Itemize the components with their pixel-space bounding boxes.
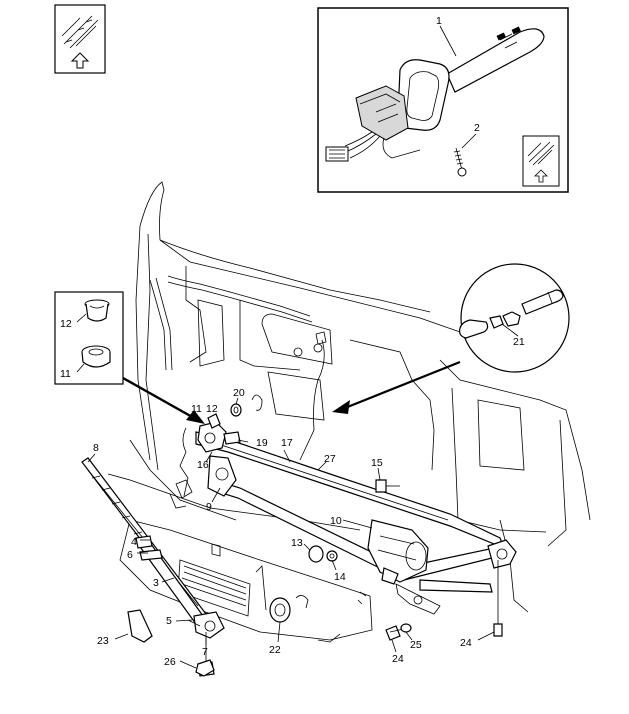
callout-27: 27 <box>324 453 336 465</box>
connector-detail-circle <box>332 263 570 414</box>
orientation-icon-inset <box>522 135 560 187</box>
callout-26: 26 <box>164 656 176 668</box>
orientation-icon-top-left <box>54 4 106 74</box>
leader-lines <box>87 397 495 669</box>
callout-14: 14 <box>334 571 346 583</box>
callout-15: 15 <box>371 457 383 469</box>
callout-7: 7 <box>202 646 208 658</box>
callout-16: 16 <box>197 459 209 471</box>
callout-24-right: 24 <box>460 637 472 649</box>
callout-11-inset: 11 <box>60 368 71 380</box>
callout-12-inset: 12 <box>60 318 72 330</box>
wiper-linkage <box>169 331 517 615</box>
callout-8: 8 <box>93 442 99 454</box>
callout-12-main: 12 <box>206 403 218 415</box>
callout-5: 5 <box>166 615 172 627</box>
callout-labels: 1 2 3 4 5 6 7 8 9 10 11 11 12 12 13 14 1… <box>60 15 525 668</box>
callout-22: 22 <box>269 644 281 656</box>
callout-17: 17 <box>281 437 293 449</box>
switch-inset <box>317 7 569 193</box>
callout-19: 19 <box>256 437 268 449</box>
callout-3: 3 <box>153 577 159 589</box>
callout-25: 25 <box>410 639 422 651</box>
callout-11-main: 11 <box>191 403 202 415</box>
callout-6: 6 <box>127 549 133 561</box>
callout-24-left: 24 <box>392 653 404 665</box>
callout-20: 20 <box>233 387 245 399</box>
callout-1: 1 <box>436 15 442 27</box>
loose-parts <box>127 403 503 677</box>
callout-10: 10 <box>330 515 342 527</box>
callout-4: 4 <box>131 536 137 548</box>
grommet-inset <box>54 291 205 424</box>
callout-2: 2 <box>474 122 480 134</box>
callout-13: 13 <box>291 537 303 549</box>
callout-23: 23 <box>97 635 109 647</box>
callout-9: 9 <box>206 501 212 513</box>
callout-21: 21 <box>513 336 525 348</box>
